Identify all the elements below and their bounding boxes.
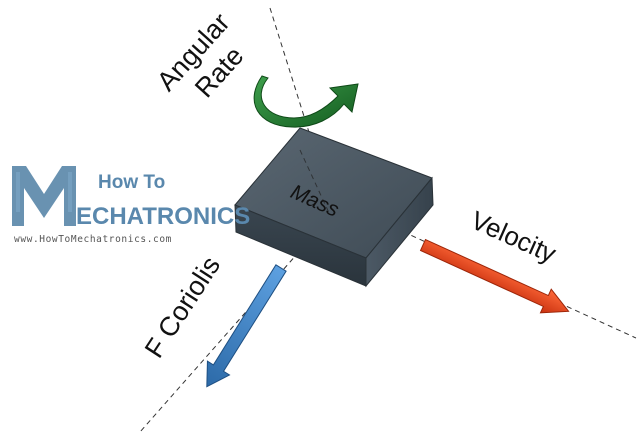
angular-rate-arrow — [253, 75, 359, 128]
logo-line1: How To — [98, 172, 165, 193]
logo-icon — [12, 166, 76, 226]
velocity-arrow — [419, 238, 570, 314]
mass-box — [234, 127, 434, 288]
logo-url: www.HowToMechatronics.com — [14, 234, 172, 245]
coriolis-arrow — [206, 264, 287, 388]
f-coriolis-label: F Coriolis — [139, 251, 226, 363]
logo-line2: ECHATRONICS — [76, 203, 250, 230]
velocity-label: Velocity — [467, 205, 561, 269]
velocity-axis-line — [394, 227, 637, 339]
coriolis-axis-line — [139, 244, 306, 433]
